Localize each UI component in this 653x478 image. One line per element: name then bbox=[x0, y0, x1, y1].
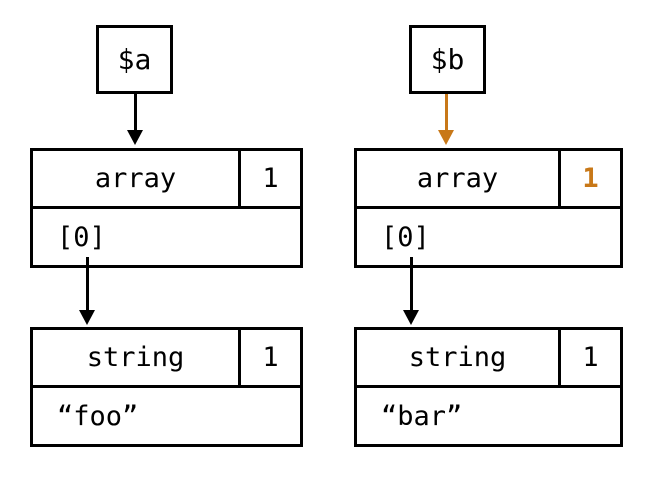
arrow-b-to-array-head-icon bbox=[438, 130, 454, 145]
string-node-a: string 1 “foo” bbox=[30, 327, 303, 447]
array-node-a: array 1 [0] bbox=[30, 148, 303, 268]
variable-box-a: $a bbox=[96, 25, 173, 94]
variable-label-a: $a bbox=[117, 43, 152, 76]
string-value-cell: “bar” bbox=[381, 400, 463, 432]
arrow-b-to-array-shaft bbox=[445, 94, 448, 132]
string-value-cell: “foo” bbox=[57, 400, 139, 432]
arrow-a-slot-to-string-shaft bbox=[86, 257, 89, 312]
type-cell: array bbox=[416, 163, 499, 194]
string-node-b-header: string 1 bbox=[357, 330, 620, 388]
array-node-b: array 1 [0] bbox=[354, 148, 623, 268]
type-cell: array bbox=[94, 163, 177, 194]
array-slot-cell: [0] bbox=[57, 221, 106, 253]
refcount-cell: 1 bbox=[238, 330, 300, 385]
refcount-cell-highlighted: 1 bbox=[558, 151, 620, 206]
string-node-b: string 1 “bar” bbox=[354, 327, 623, 447]
arrow-b-slot-to-string-shaft bbox=[410, 257, 413, 312]
type-cell: string bbox=[86, 342, 185, 373]
string-node-a-header: string 1 bbox=[33, 330, 300, 388]
arrow-b-slot-to-string-head-icon bbox=[403, 310, 419, 325]
refcount-cell: 1 bbox=[558, 330, 620, 385]
arrow-a-to-array-shaft bbox=[134, 94, 137, 132]
refcount-cell: 1 bbox=[238, 151, 300, 206]
type-cell: string bbox=[408, 342, 507, 373]
variable-box-b: $b bbox=[409, 25, 486, 94]
arrow-a-to-array-head-icon bbox=[127, 130, 143, 145]
array-node-a-header: array 1 bbox=[33, 151, 300, 209]
arrow-a-slot-to-string-head-icon bbox=[79, 310, 95, 325]
array-slot-cell: [0] bbox=[381, 221, 430, 253]
variable-label-b: $b bbox=[430, 43, 465, 76]
array-node-b-header: array 1 bbox=[357, 151, 620, 209]
